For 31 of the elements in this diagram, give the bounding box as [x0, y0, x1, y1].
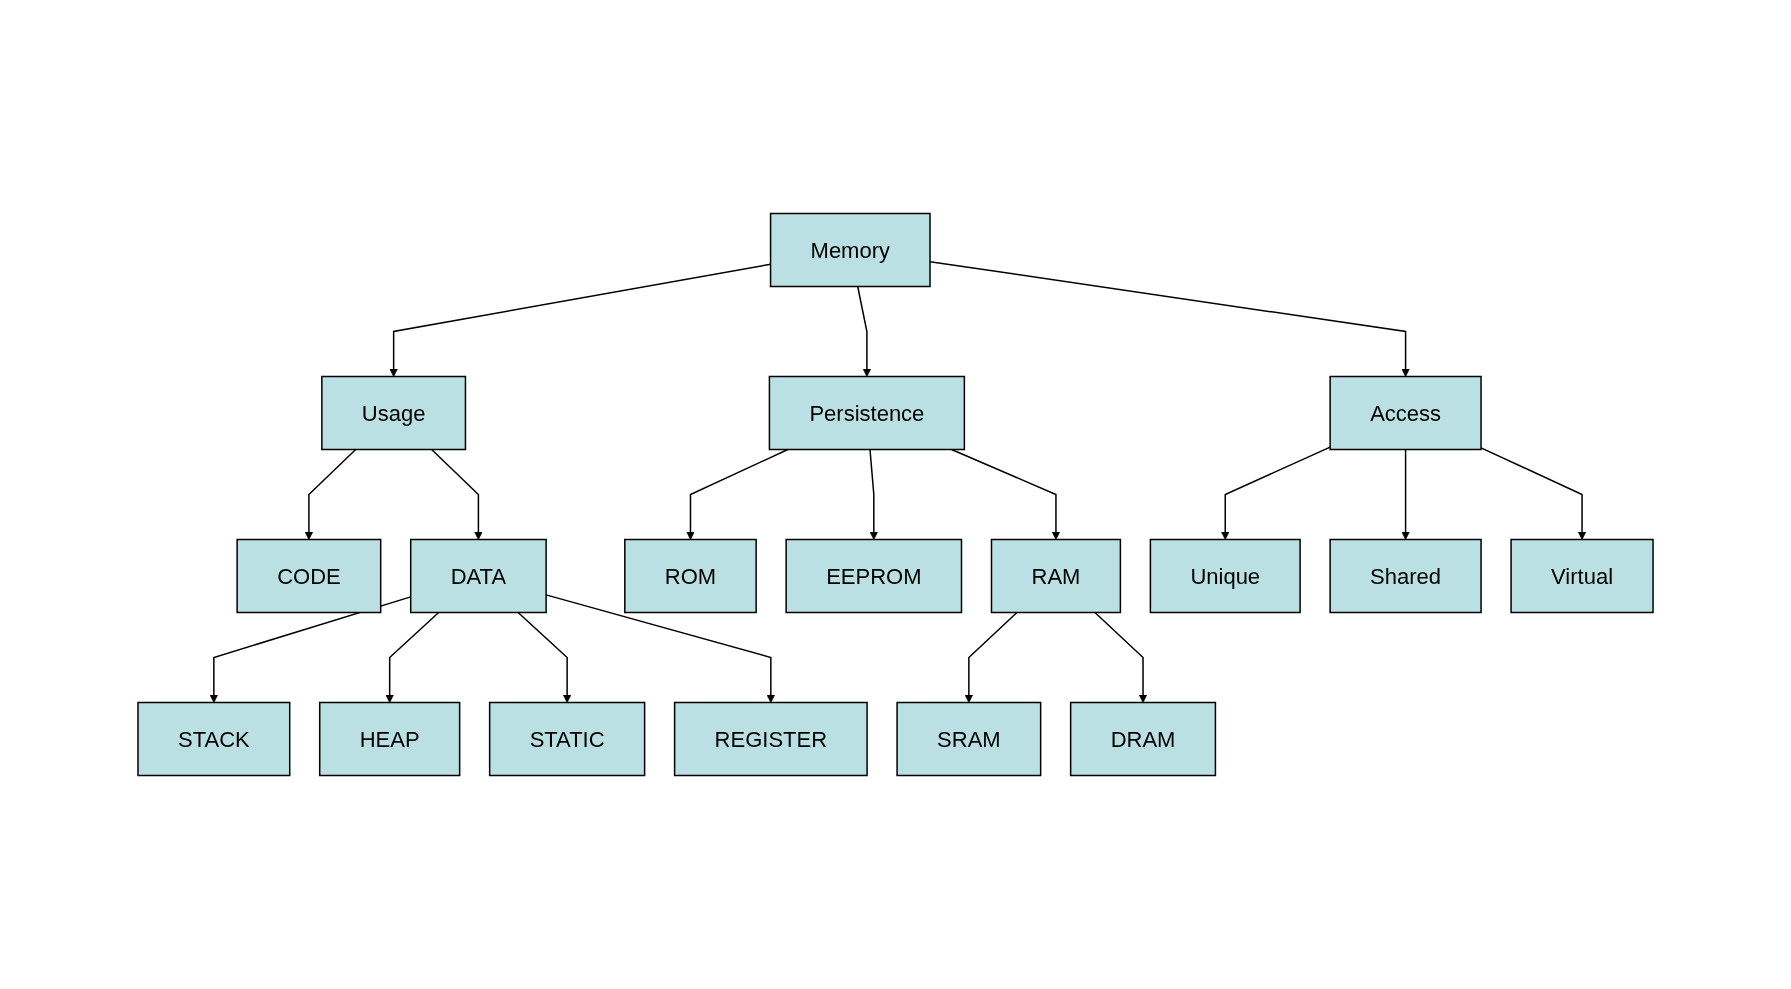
- node-box: CODE: [236, 538, 382, 614]
- node-box: Usage: [321, 375, 467, 451]
- node-box: RAM: [990, 538, 1122, 614]
- node-box: STATIC: [488, 701, 646, 777]
- node-box: REGISTER: [673, 701, 868, 777]
- node-box: STACK: [137, 701, 291, 777]
- node-box: Persistence: [768, 375, 966, 451]
- node-box: SRAM: [896, 701, 1042, 777]
- node-box: HEAP: [318, 701, 461, 777]
- arrow: [869, 448, 879, 540]
- arrow: [686, 448, 789, 540]
- arrow: [856, 285, 872, 377]
- arrow: [517, 611, 572, 703]
- node-box: Shared: [1329, 538, 1482, 614]
- arrow: [964, 611, 1018, 703]
- arrow: [1401, 448, 1410, 540]
- arrow: [1480, 447, 1587, 540]
- node-box: Memory: [769, 212, 931, 288]
- arrow: [1094, 611, 1148, 703]
- node-box: Unique: [1149, 538, 1301, 614]
- arrow: [950, 448, 1061, 540]
- arrow: [1220, 446, 1331, 540]
- arrow: [430, 448, 483, 540]
- node-box: DRAM: [1069, 701, 1217, 777]
- node-box: DATA: [409, 538, 547, 614]
- node-box: ROM: [624, 538, 757, 614]
- node-box: Virtual: [1510, 538, 1654, 614]
- node-box: Access: [1329, 375, 1482, 451]
- arrow: [304, 448, 357, 540]
- node-box: EEPROM: [785, 538, 963, 614]
- arrow: [385, 611, 440, 703]
